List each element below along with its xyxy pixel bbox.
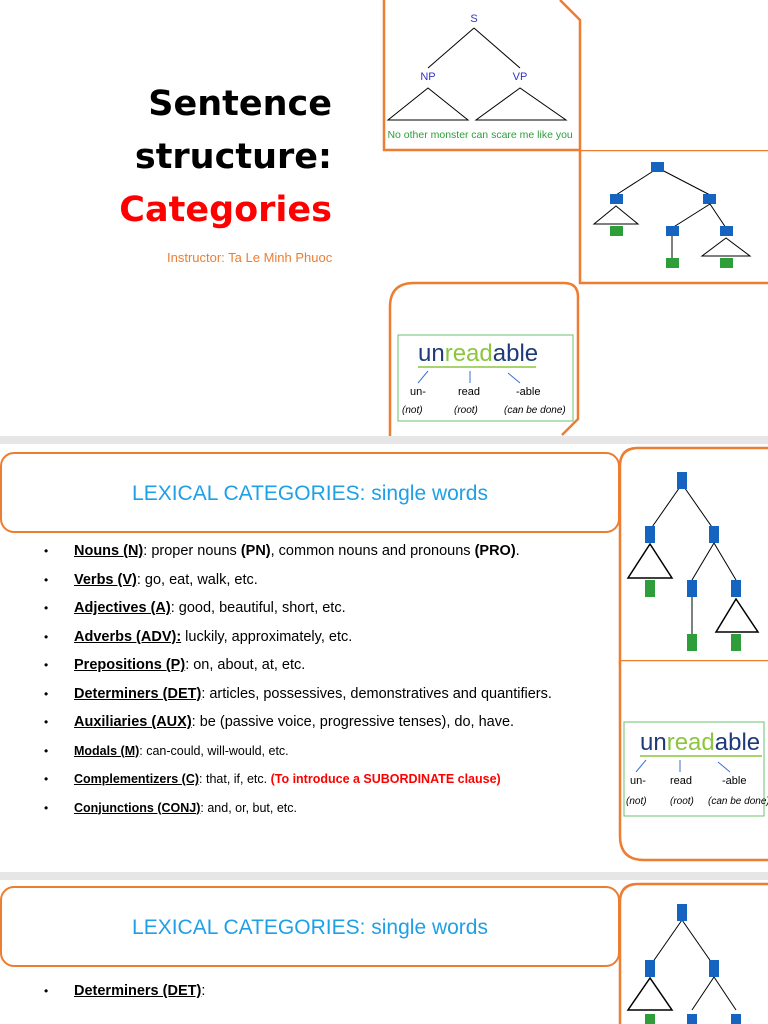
list-item: Auxiliaries (AUX): be (passive voice, pr…: [44, 713, 552, 732]
title-line-1: Sentence: [148, 84, 332, 124]
banner-title-2: LEXICAL CATEGORIES: single words: [132, 916, 488, 939]
list-item: Nouns (N): proper nouns (PN), common nou…: [44, 542, 552, 561]
list-item: Determiners (DET):: [44, 982, 205, 1001]
title-line-3: Categories: [119, 190, 332, 230]
morphology-frame-2: unreadable un- read -able (not) (root) (…: [618, 660, 768, 862]
list-item: Adverbs (ADV): luckily, approximately, e…: [44, 628, 552, 647]
list-item: Adjectives (A): good, beautiful, short, …: [44, 599, 552, 618]
lexical-banner-2: LEXICAL CATEGORIES: single words: [0, 886, 620, 967]
slide-title: Sentence structure: Categories: [119, 78, 332, 237]
lexical-banner: LEXICAL CATEGORIES: single words: [0, 452, 620, 533]
lexical-categories-slide: LEXICAL CATEGORIES: single words Nouns (…: [0, 444, 768, 872]
morph-word: unreadable: [418, 340, 538, 367]
node-tree-frame-3: [618, 882, 768, 1024]
vp-text: can scare me like you: [471, 129, 573, 141]
svg-text:un-: un-: [630, 775, 646, 787]
svg-text:(not): (not): [626, 796, 647, 807]
title-line-2: structure:: [134, 137, 332, 177]
tree-np-label: NP: [420, 71, 435, 83]
svg-text:-able: -able: [722, 775, 746, 787]
list-item: Conjunctions (CONJ): and, or, but, etc.: [44, 799, 552, 818]
category-list: Nouns (N): proper nouns (PN), common nou…: [44, 542, 552, 827]
tree-vp-label: VP: [513, 71, 528, 83]
syntax-tree-frame: S NP VP No other monster can scare me li…: [382, 0, 582, 152]
list-item: Complementizers (C): that, if, etc. (To …: [44, 770, 552, 789]
tree-root-label: S: [470, 13, 477, 25]
svg-text:-able: -able: [516, 386, 540, 398]
svg-text:(can be done): (can be done): [504, 405, 566, 416]
list-item: Modals (M): can-could, will-would, etc.: [44, 742, 552, 761]
list-item: Verbs (V): go, eat, walk, etc.: [44, 571, 552, 590]
node-tree-frame: [578, 150, 768, 285]
svg-text:(can be done): (can be done): [708, 796, 768, 807]
svg-text:unreadable: unreadable: [640, 729, 760, 756]
svg-text:read: read: [670, 775, 692, 787]
list-item: Determiners (DET): articles, possessives…: [44, 685, 552, 704]
category-list-2: Determiners (DET):: [44, 982, 205, 1011]
banner-title: LEXICAL CATEGORIES: single words: [132, 482, 488, 505]
svg-text:(root): (root): [454, 405, 478, 416]
title-slide: Sentence structure: Categories Instructo…: [0, 0, 768, 436]
svg-text:read: read: [458, 386, 480, 398]
svg-text:(root): (root): [670, 796, 694, 807]
np-text: No other monster: [387, 129, 469, 141]
lexical-categories-slide-2: LEXICAL CATEGORIES: single words Determi…: [0, 880, 768, 1024]
morphology-frame: unreadable un- read -able (not) (root) (…: [388, 281, 580, 436]
instructor-label: Instructor: Ta Le Minh Phuoc: [167, 250, 333, 265]
svg-text:(not): (not): [402, 405, 423, 416]
np-triangle: [386, 87, 470, 121]
node-tree-frame-2: [618, 446, 768, 666]
vp-triangle: [474, 87, 568, 121]
svg-text:un-: un-: [410, 386, 426, 398]
list-item: Prepositions (P): on, about, at, etc.: [44, 656, 552, 675]
